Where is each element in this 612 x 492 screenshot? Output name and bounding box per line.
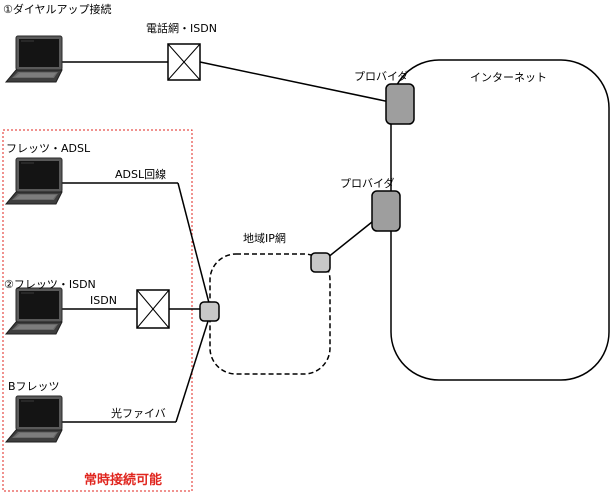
adsl-line-label: ADSL回線	[115, 167, 166, 181]
fiber-line-diagonal	[175, 317, 210, 423]
isdn-switch-icon	[136, 289, 170, 329]
dialup-title: ①ダイヤルアップ接続	[3, 2, 112, 16]
regional-ip-label: 地域IP網	[243, 231, 286, 245]
b-flets-label: Bフレッツ	[8, 380, 60, 393]
access-hub-node	[199, 301, 220, 322]
provider-node-2	[371, 190, 401, 232]
provider-node-1	[385, 83, 415, 125]
always-on-label: 常時接続可能	[84, 472, 162, 488]
phone-network-switch-icon	[167, 43, 201, 81]
always-on-region	[2, 129, 193, 492]
dialup-line-b	[199, 61, 391, 103]
phone-network-label: 電話網・ISDN	[146, 21, 217, 35]
laptop-icon-bflets	[5, 395, 63, 443]
isdn-label: ISDN	[90, 294, 117, 307]
adsl-line-diagonal	[177, 182, 210, 304]
laptop-icon-dialup	[5, 35, 63, 83]
provider-label-1: プロバイダ	[354, 69, 409, 83]
laptop-icon-isdn	[5, 287, 63, 335]
regional-ip-gateway-node	[310, 252, 331, 273]
laptop-icon-adsl	[5, 157, 63, 205]
regional-ip-network	[209, 253, 331, 375]
ip-to-provider-line	[326, 221, 373, 259]
flets-adsl-label: フレッツ・ADSL	[6, 142, 91, 155]
fiber-label: 光ファイバ	[111, 406, 166, 420]
internet-cloud	[390, 59, 610, 381]
flets-isdn-label: ②フレッツ・ISDN	[4, 278, 96, 291]
provider-label-2: プロバイダ	[340, 176, 395, 190]
internet-label: インターネット	[470, 71, 547, 84]
